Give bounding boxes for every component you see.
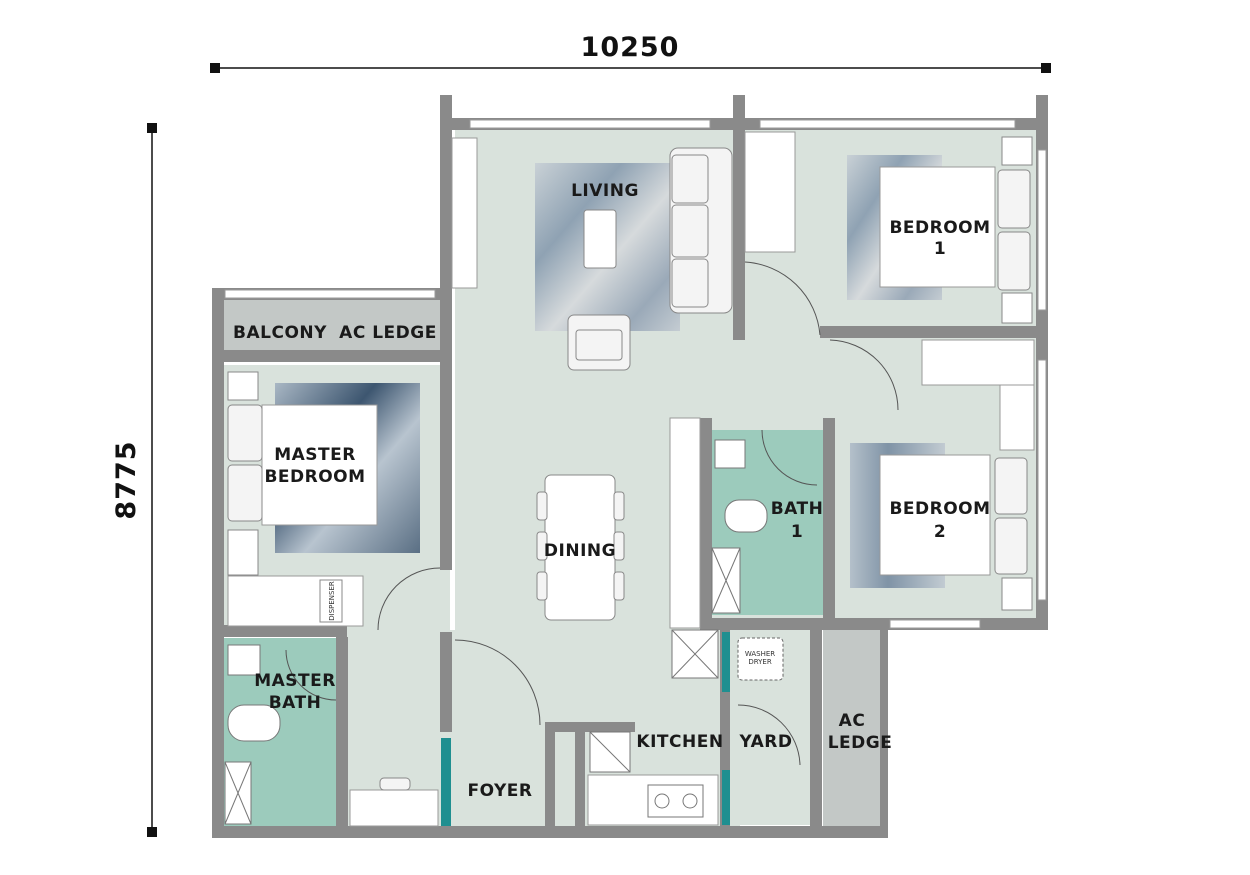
- bed1: [879, 166, 996, 288]
- master-bedroom-label-line1: MASTER: [274, 445, 356, 465]
- washer-label: WASHER: [745, 650, 775, 658]
- master-bath-label-line2: BATH: [269, 693, 322, 713]
- armchair: [567, 314, 631, 371]
- bedroom2-label: BEDROOM: [889, 499, 990, 519]
- kitchen-fixtures: [587, 417, 719, 826]
- windows: [224, 119, 1047, 629]
- bedroom2-number: 2: [934, 522, 946, 542]
- balcony-label: BALCONY: [233, 323, 327, 343]
- hob: [647, 784, 704, 818]
- coffee-table: [583, 209, 617, 269]
- balcony-area: [222, 300, 444, 352]
- dining-label: DINING: [544, 541, 616, 561]
- bedroom1-furniture: [744, 131, 1033, 324]
- bedroom1-number: 1: [934, 239, 946, 259]
- living-label: LIVING: [571, 181, 639, 201]
- kitchen-label: KITCHEN: [636, 732, 723, 752]
- height-label: 8775: [111, 440, 142, 519]
- dining-furniture: [536, 474, 625, 621]
- sofa: [669, 147, 733, 314]
- bedroom2-furniture: [850, 339, 1035, 611]
- bath1-fixtures: [711, 439, 768, 614]
- bedroom1-label: BEDROOM: [889, 218, 990, 238]
- tv-cabinet: [451, 137, 478, 289]
- door-jambs: [441, 632, 730, 826]
- door-swings: [285, 261, 899, 766]
- dispenser: [319, 579, 343, 623]
- wardrobe1: [744, 131, 796, 253]
- ac-ledge-right-area: [823, 628, 885, 826]
- bed2: [879, 454, 991, 576]
- ac-ledge-top-label: AC LEDGE: [339, 323, 437, 343]
- room-labels: LIVING BEDROOM 1 BALCONY AC LEDGE MASTER…: [233, 181, 990, 801]
- ac-ledge-right-label-line1: AC: [839, 711, 866, 731]
- dryer-label: DRYER: [748, 658, 772, 666]
- master-bedroom-furniture: DISPENSER: [227, 371, 420, 627]
- toilet1: [724, 499, 768, 533]
- kitchen-counter: [669, 417, 701, 629]
- master-toilet: [227, 704, 281, 742]
- bath1-label: BATH: [771, 499, 824, 519]
- yard-label: YARD: [738, 732, 792, 752]
- width-label: 10250: [581, 32, 680, 63]
- height-dimension: 8775: [111, 123, 157, 837]
- foyer-label: FOYER: [468, 781, 533, 801]
- ac-ledge-right-label-line2: LEDGE: [828, 733, 893, 753]
- living-furniture: [451, 137, 733, 371]
- bath1-number: 1: [791, 522, 803, 542]
- wardrobe2: [921, 339, 1035, 386]
- master-bath-fixtures: [224, 644, 439, 827]
- master-bath-label-line1: MASTER: [254, 671, 336, 691]
- shoe-cabinet: [349, 789, 439, 827]
- washer-dryer: WASHER DRYER: [737, 637, 784, 681]
- dispenser-label: DISPENSER: [328, 581, 336, 621]
- width-dimension: 10250: [210, 32, 1051, 73]
- master-bedroom-label-line2: BEDROOM: [264, 467, 365, 487]
- master-wardrobe: [227, 575, 364, 627]
- master-bed: [261, 404, 378, 526]
